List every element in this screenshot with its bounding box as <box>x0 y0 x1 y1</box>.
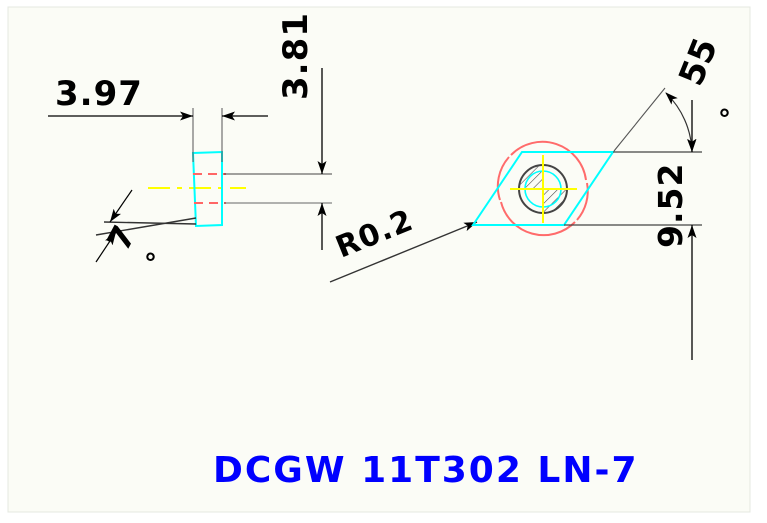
angle-reference-line <box>103 221 197 225</box>
dimension-width: 3.97 <box>48 74 268 162</box>
chipbreaker-arc-lower <box>500 201 576 237</box>
dimension-inscribed-circle: 9.52 <box>564 100 702 360</box>
side-view <box>148 150 246 228</box>
angle-leader-line-55 <box>613 87 666 152</box>
dimension-label-thickness: 3.81 <box>276 12 316 100</box>
chipbreaker-arc-upper <box>510 140 587 181</box>
degree-symbol-included-angle: ° <box>718 105 731 135</box>
degree-symbol-clearance-angle: ° <box>144 249 157 279</box>
canvas-background <box>7 6 751 513</box>
leader-line-corner-radius <box>329 221 478 283</box>
chipbreaker-arc-right <box>576 182 589 221</box>
dimension-thickness: 3.81 <box>224 12 332 250</box>
side-view-profile <box>191 150 223 228</box>
angle-arrow-lower <box>95 231 117 263</box>
chipbreaker-arc-left <box>496 156 510 201</box>
dimension-label-inscribed-circle: 9.52 <box>651 163 690 248</box>
insert-designation-title: DCGW 11T302 LN-7 <box>213 450 639 491</box>
dimension-label-width: 3.97 <box>55 74 143 114</box>
angle-arrow-upper <box>109 189 133 223</box>
